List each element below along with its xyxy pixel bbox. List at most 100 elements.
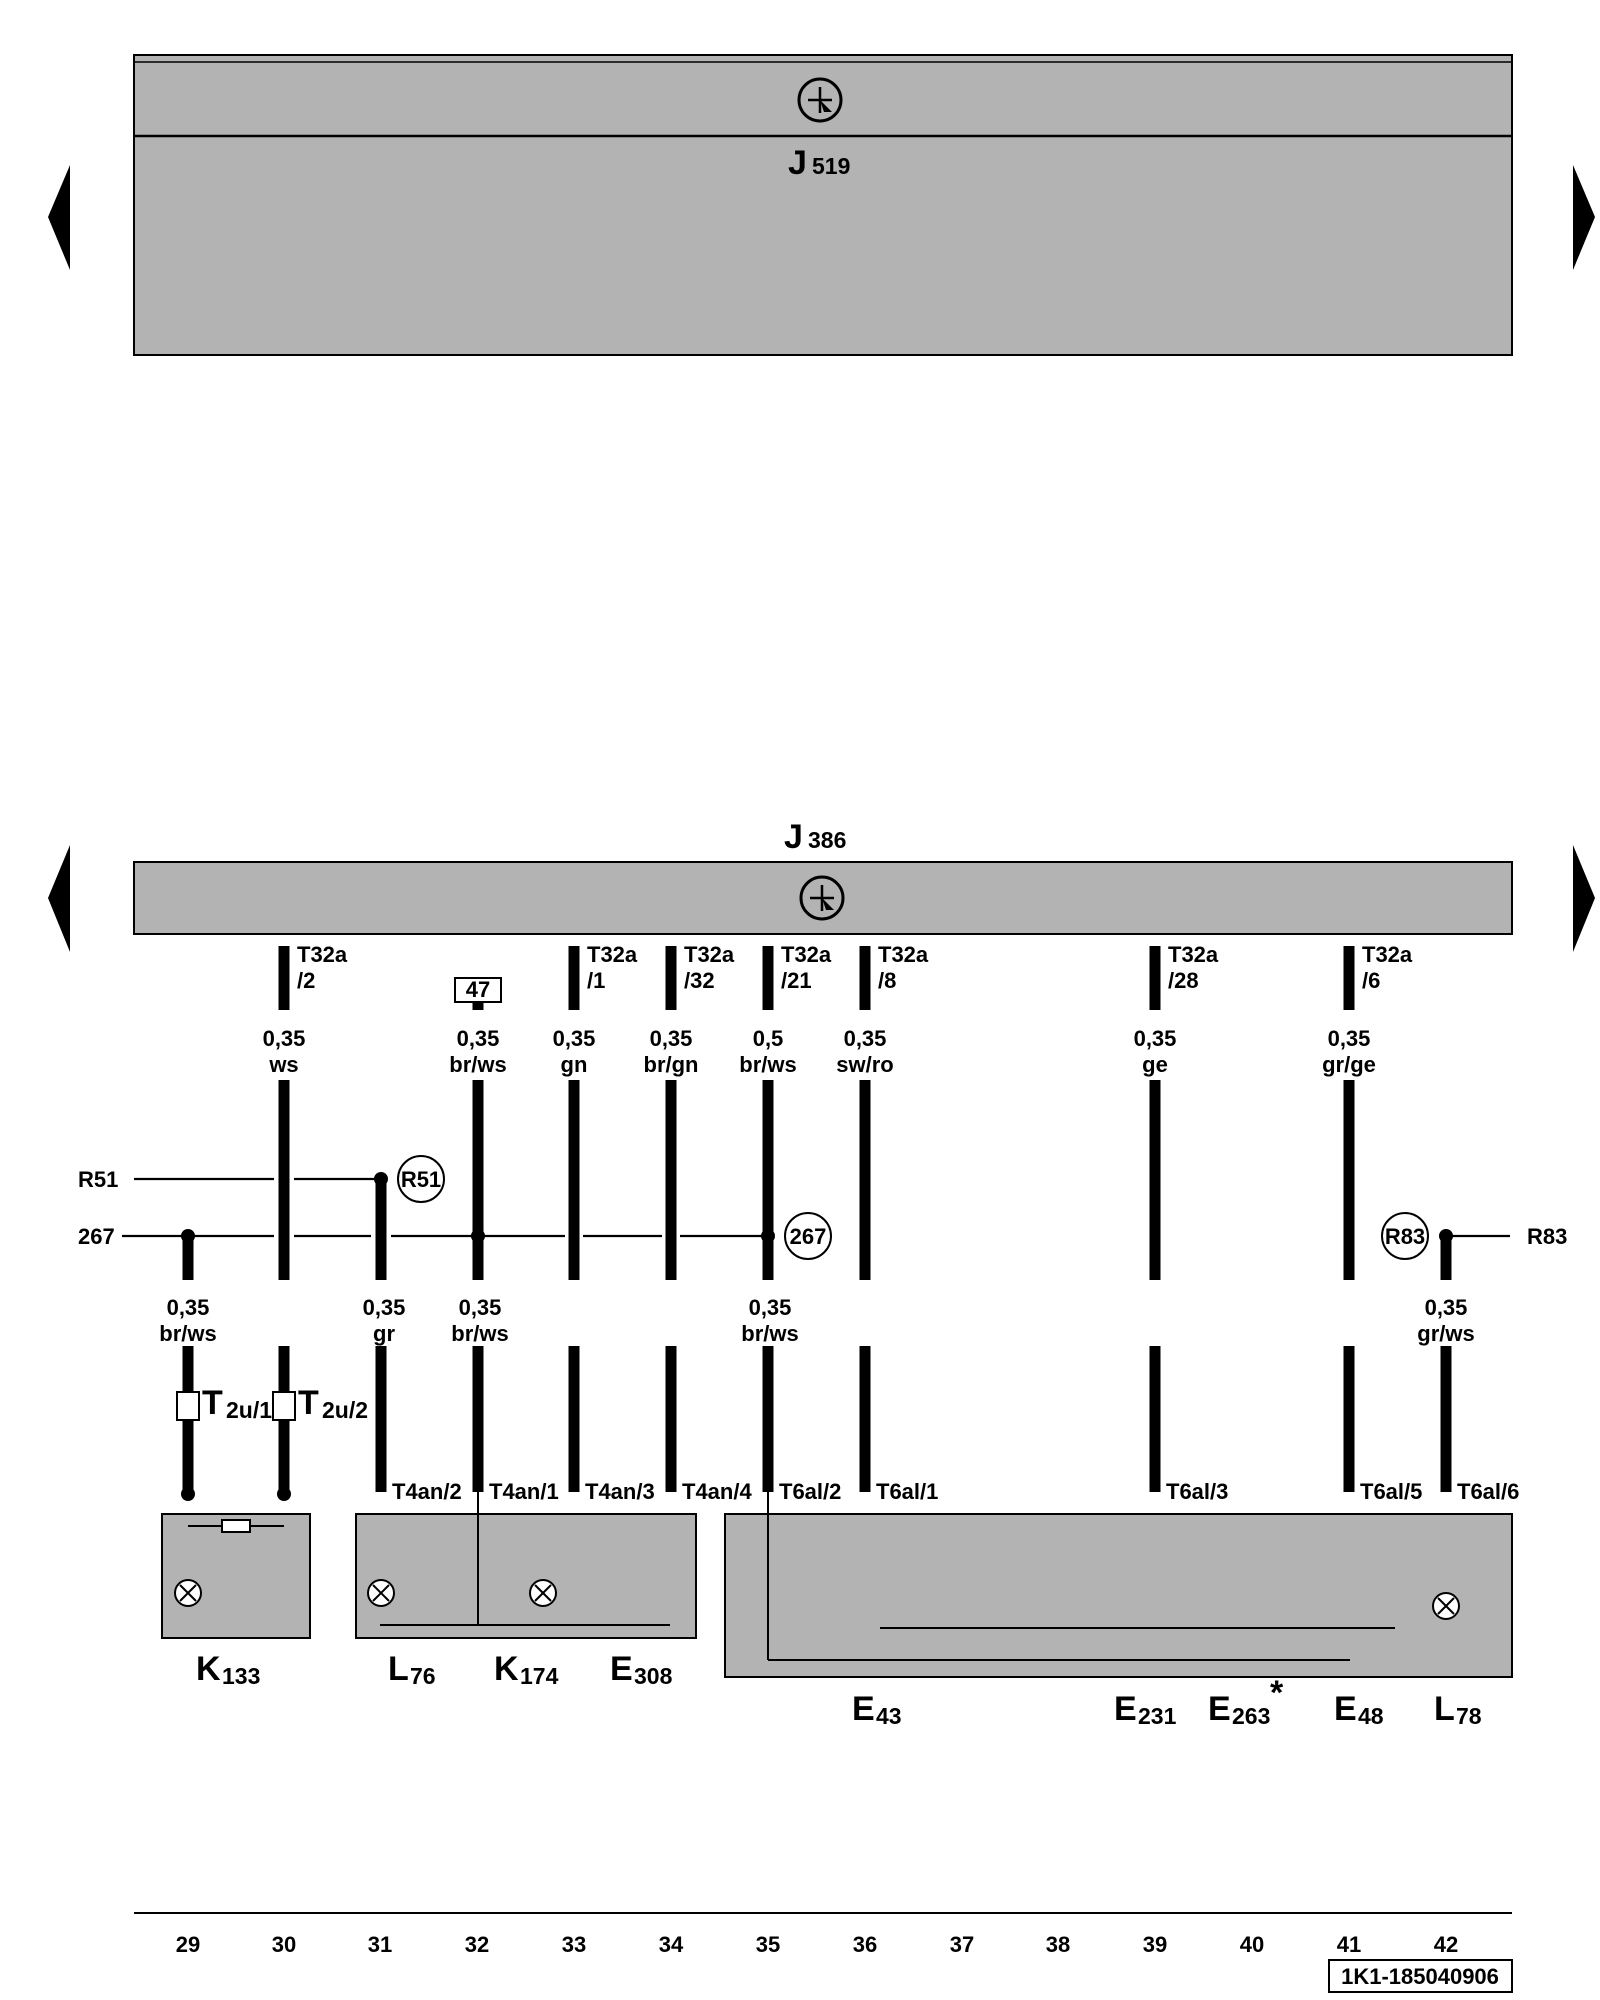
svg-text:T: T <box>202 1384 223 1422</box>
ref-r83: R83 <box>1385 1224 1425 1249</box>
svg-text:30: 30 <box>272 1932 296 1957</box>
svg-text:T32a: T32a <box>1362 942 1413 967</box>
svg-text:0,35: 0,35 <box>363 1295 406 1320</box>
svg-text:42: 42 <box>1434 1932 1458 1957</box>
svg-text:br/ws: br/ws <box>741 1321 798 1346</box>
ref-circles: R51 267 R83 <box>397 1155 1429 1260</box>
j519-sub: 519 <box>812 153 850 179</box>
page-prev-arrow-bottom[interactable] <box>48 845 70 952</box>
svg-text:0,35: 0,35 <box>844 1026 887 1051</box>
svg-text:T4an/3: T4an/3 <box>585 1479 655 1504</box>
bus-label-267: 267 <box>78 1224 115 1249</box>
page-next-arrow-top[interactable] <box>1573 165 1595 270</box>
svg-text:0,35: 0,35 <box>1328 1026 1371 1051</box>
svg-text:br/ws: br/ws <box>739 1052 796 1077</box>
bus-label-r83: R83 <box>1527 1224 1567 1249</box>
svg-text:gn: gn <box>561 1052 588 1077</box>
svg-text:E: E <box>1114 1690 1137 1728</box>
svg-text:gr: gr <box>373 1321 395 1346</box>
svg-text:br/ws: br/ws <box>159 1321 216 1346</box>
svg-text:2u/1: 2u/1 <box>226 1397 272 1423</box>
j386-label: J <box>784 818 803 856</box>
svg-text:T32a: T32a <box>878 942 929 967</box>
svg-text:38: 38 <box>1046 1932 1070 1957</box>
svg-text:T32a: T32a <box>587 942 638 967</box>
component-l76-k174-e308 <box>355 1513 697 1639</box>
svg-text:T6al/2: T6al/2 <box>779 1479 841 1504</box>
svg-text:T4an/4: T4an/4 <box>682 1479 752 1504</box>
svg-text:K: K <box>494 1650 519 1688</box>
svg-text:263: 263 <box>1232 1703 1270 1729</box>
component-e43-l78 <box>724 1513 1513 1678</box>
svg-text:0,5: 0,5 <box>753 1026 784 1051</box>
svg-text:36: 36 <box>853 1932 877 1957</box>
svg-text:0,35: 0,35 <box>459 1295 502 1320</box>
svg-text:33: 33 <box>562 1932 586 1957</box>
svg-text:40: 40 <box>1240 1932 1264 1957</box>
svg-text:43: 43 <box>876 1703 902 1729</box>
svg-text:br/ws: br/ws <box>449 1052 506 1077</box>
svg-text:/21: /21 <box>781 968 812 993</box>
electronic-unit-icon <box>797 77 843 123</box>
svg-text:34: 34 <box>659 1932 684 1957</box>
component-internals <box>174 1492 1460 1661</box>
svg-text:0,35: 0,35 <box>650 1026 693 1051</box>
svg-text:78: 78 <box>1456 1703 1482 1729</box>
svg-text:T6al/6: T6al/6 <box>1457 1479 1519 1504</box>
page-next-arrow-bottom[interactable] <box>1573 845 1595 952</box>
ref-r51: R51 <box>401 1167 441 1192</box>
svg-text:/28: /28 <box>1168 968 1199 993</box>
svg-text:ws: ws <box>268 1052 298 1077</box>
ref-267: 267 <box>790 1224 827 1249</box>
svg-text:*: * <box>1270 1674 1284 1712</box>
svg-text:174: 174 <box>520 1663 559 1689</box>
svg-text:T: T <box>298 1384 319 1422</box>
t2u-connectors: T 2u/1 T 2u/2 <box>176 1384 368 1423</box>
svg-text:T6al/3: T6al/3 <box>1166 1479 1228 1504</box>
svg-text:32: 32 <box>465 1932 489 1957</box>
svg-text:0,35: 0,35 <box>167 1295 210 1320</box>
svg-text:T32a: T32a <box>781 942 832 967</box>
svg-text:/32: /32 <box>684 968 715 993</box>
svg-text:/1: /1 <box>587 968 605 993</box>
wires <box>122 946 1510 1501</box>
t32a-connector-labels: T32a/2 T32a/1 T32a/32 T32a/21 T32a/8 T32… <box>297 942 1413 993</box>
svg-text:gr/ge: gr/ge <box>1322 1052 1376 1077</box>
svg-text:L: L <box>388 1650 409 1688</box>
svg-text:76: 76 <box>410 1663 436 1689</box>
svg-text:133: 133 <box>222 1663 260 1689</box>
svg-text:0,35: 0,35 <box>457 1026 500 1051</box>
svg-text:35: 35 <box>756 1932 780 1957</box>
svg-text:231: 231 <box>1138 1703 1177 1729</box>
electronic-unit-icon <box>799 875 845 921</box>
svg-text:T32a: T32a <box>1168 942 1219 967</box>
svg-text:T32a: T32a <box>684 942 735 967</box>
svg-text:E: E <box>1208 1690 1231 1728</box>
svg-text:0,35: 0,35 <box>1425 1295 1468 1320</box>
svg-text:0,35: 0,35 <box>749 1295 792 1320</box>
control-unit-j519: J 519 <box>133 54 1513 356</box>
doc-code: 1K1-185040906 <box>1341 1964 1499 1989</box>
page-prev-arrow-top[interactable] <box>48 165 70 270</box>
control-unit-j386: J 386 <box>133 818 1513 935</box>
svg-text:/2: /2 <box>297 968 315 993</box>
svg-text:K: K <box>196 1650 221 1688</box>
svg-text:gr/ws: gr/ws <box>1417 1321 1474 1346</box>
svg-text:39: 39 <box>1143 1932 1167 1957</box>
svg-text:0,35: 0,35 <box>1134 1026 1177 1051</box>
svg-text:2u/2: 2u/2 <box>322 1397 368 1423</box>
track-numbers: 29 30 31 32 33 34 35 36 37 38 39 40 41 4… <box>176 1932 1458 1957</box>
svg-text:T4an/2: T4an/2 <box>392 1479 462 1504</box>
svg-text:48: 48 <box>1358 1703 1384 1729</box>
svg-text:0,35: 0,35 <box>553 1026 596 1051</box>
svg-text:br/gn: br/gn <box>644 1052 699 1077</box>
svg-text:T6al/5: T6al/5 <box>1360 1479 1422 1504</box>
svg-text:/8: /8 <box>878 968 896 993</box>
svg-text:E: E <box>1334 1690 1357 1728</box>
svg-text:T32a: T32a <box>297 942 348 967</box>
j386-sub: 386 <box>808 827 846 853</box>
svg-text:308: 308 <box>634 1663 673 1689</box>
